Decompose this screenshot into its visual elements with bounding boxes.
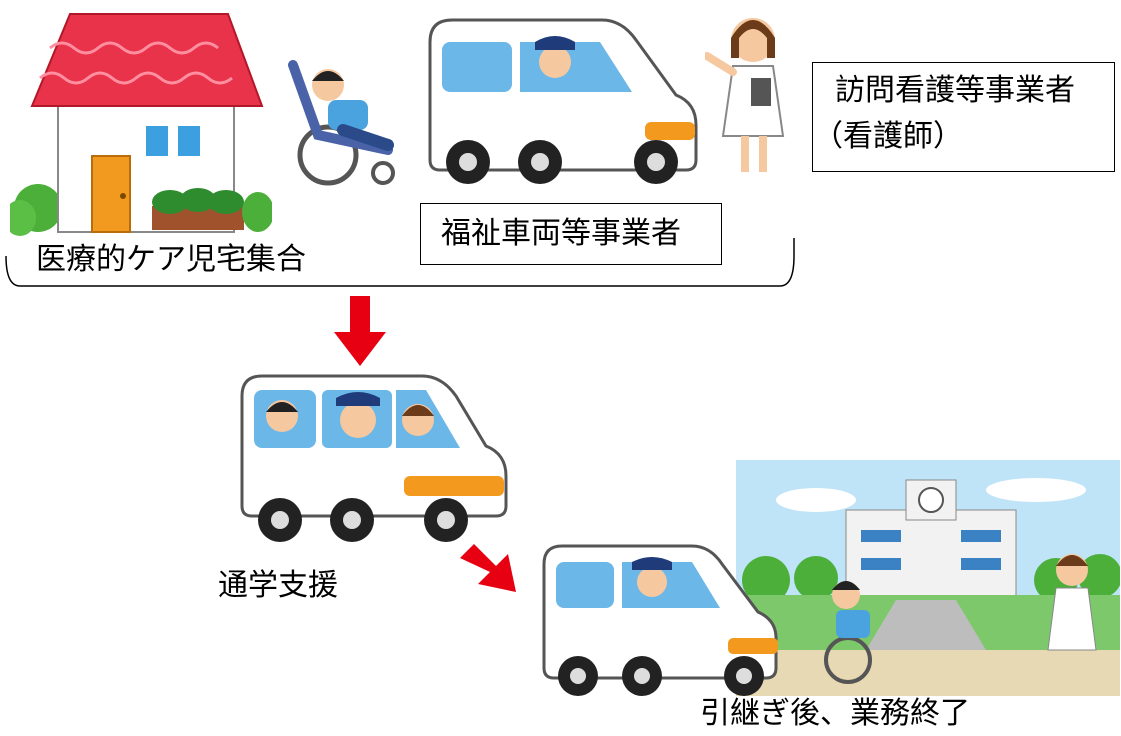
visiting-nurse-label: 訪問看護等事業者 [835, 73, 1075, 108]
group-bracket [0, 236, 800, 296]
nurse-icon [705, 8, 795, 180]
nurse-paren-label: （看護師） [813, 119, 963, 154]
van-driver-icon [420, 12, 702, 190]
van-group-icon [236, 372, 508, 546]
welfare-vehicle-box: 福祉車両等事業者 [420, 203, 722, 265]
school-commute-label: 通学支援 [218, 568, 338, 603]
visiting-nurse-box: 訪問看護等事業者 （看護師） [812, 62, 1115, 172]
house-icon [10, 8, 272, 236]
gather-home-label: 医療的ケア児宅集合 [36, 242, 306, 277]
diagonal-arrow-icon [458, 540, 520, 596]
school-icon [736, 460, 1120, 696]
wheelchair-child-icon [288, 55, 413, 190]
handover-end-label: 引継ぎ後、業務終了 [700, 696, 970, 731]
van-driver-bottom-icon [538, 542, 788, 700]
down-arrow-icon [334, 296, 386, 366]
welfare-vehicle-label: 福祉車両等事業者 [441, 216, 681, 251]
